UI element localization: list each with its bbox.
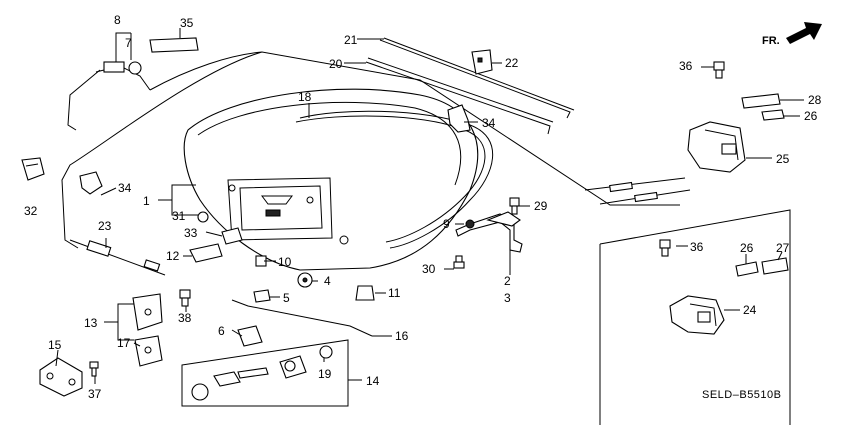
clip-34-left [79, 171, 103, 195]
cylinder-set-box [181, 339, 349, 407]
grommet-31 [197, 211, 209, 223]
callout-24: 24 [743, 303, 757, 317]
callout-22: 22 [505, 56, 519, 70]
switch-33 [221, 227, 243, 245]
striker-15 [39, 357, 83, 397]
bolt-37 [89, 361, 99, 377]
weatherstrip [295, 110, 494, 249]
actuator-detail-box [599, 209, 791, 425]
bolt-36-top [713, 61, 725, 79]
callout-30: 30 [422, 262, 436, 276]
callout-19: 19 [318, 367, 332, 381]
bolt-30 [453, 255, 465, 269]
callout-35: 35 [180, 16, 194, 30]
front-direction-label: FR. [762, 35, 780, 47]
pad-35 [149, 37, 199, 53]
clip-26-top [761, 109, 785, 121]
holder-6 [237, 325, 263, 347]
callout-15: 15 [48, 338, 62, 352]
callout-32: 32 [24, 204, 38, 218]
callout-34-left: 34 [118, 181, 132, 195]
callout-26-top: 26 [804, 109, 818, 123]
rod-16 [231, 299, 373, 337]
callout-25: 25 [776, 152, 790, 166]
leader-lines [55, 28, 804, 384]
callout-14: 14 [366, 374, 380, 388]
callout-11: 11 [388, 286, 401, 300]
callout-13: 13 [84, 316, 98, 330]
callout-26-bottom: 26 [740, 241, 754, 255]
grommet-7 [128, 61, 142, 75]
bolt-36-bottom [659, 239, 671, 257]
callout-10: 10 [278, 255, 292, 269]
clip-34-top [447, 104, 471, 133]
clip-26-bottom [735, 261, 759, 277]
callout-16: 16 [395, 329, 409, 343]
callout-29: 29 [534, 199, 548, 213]
trunk-lid [183, 88, 479, 271]
bolt-38 [179, 289, 191, 307]
callout-38: 38 [178, 311, 192, 325]
callout-23: 23 [98, 219, 112, 233]
callout-18: 18 [298, 90, 312, 104]
callout-4: 4 [324, 274, 331, 288]
clip-22 [471, 49, 493, 75]
callout-34-top: 34 [482, 116, 496, 130]
callout-12: 12 [166, 249, 180, 263]
torsion-bar-21 [379, 39, 571, 119]
callout-36-top: 36 [679, 59, 693, 73]
callout-17: 17 [117, 336, 131, 350]
clip-28 [741, 93, 781, 109]
callout-20: 20 [329, 57, 343, 71]
key-cylinder-set [191, 345, 333, 401]
callout-37: 37 [88, 387, 102, 401]
torsion-bar-20-b [367, 57, 554, 123]
callout-6: 6 [218, 324, 225, 338]
callout-27: 27 [776, 241, 790, 255]
callout-9: 9 [443, 217, 450, 231]
callout-8: 8 [114, 13, 121, 27]
actuator-24 [669, 295, 725, 335]
diagram-code: SELD–B5510B [702, 389, 782, 401]
bracket-12 [189, 243, 223, 263]
bolt-29 [509, 197, 520, 215]
clip-5 [253, 289, 271, 303]
callout-31: 31 [172, 209, 186, 223]
callout-5: 5 [283, 291, 290, 305]
cable-routing-outline [61, 51, 680, 249]
callout-3: 3 [504, 291, 511, 305]
callout-labels: 1 2 3 4 5 6 7 8 9 10 11 12 13 14 15 16 1… [24, 13, 822, 401]
callout-7: 7 [125, 36, 132, 50]
callout-2: 2 [504, 274, 511, 288]
torsion-bar-21-b [383, 37, 575, 111]
callout-33: 33 [184, 226, 198, 240]
actuator-25 [687, 121, 746, 173]
callout-1: 1 [143, 194, 150, 208]
clip-27 [761, 257, 789, 275]
nut-9 [465, 219, 475, 229]
bumper-11 [355, 285, 375, 301]
clip-32 [21, 157, 45, 181]
opener-cable-right [584, 177, 691, 205]
callout-21: 21 [344, 33, 358, 47]
torsion-bar-20 [365, 61, 551, 135]
front-direction-arrow: FR. [762, 22, 822, 47]
cable-23 [69, 239, 166, 276]
trunk-latch [132, 293, 163, 367]
callout-36-bottom: 36 [690, 240, 704, 254]
callout-28: 28 [808, 93, 822, 107]
trunk-hinge [455, 211, 523, 253]
